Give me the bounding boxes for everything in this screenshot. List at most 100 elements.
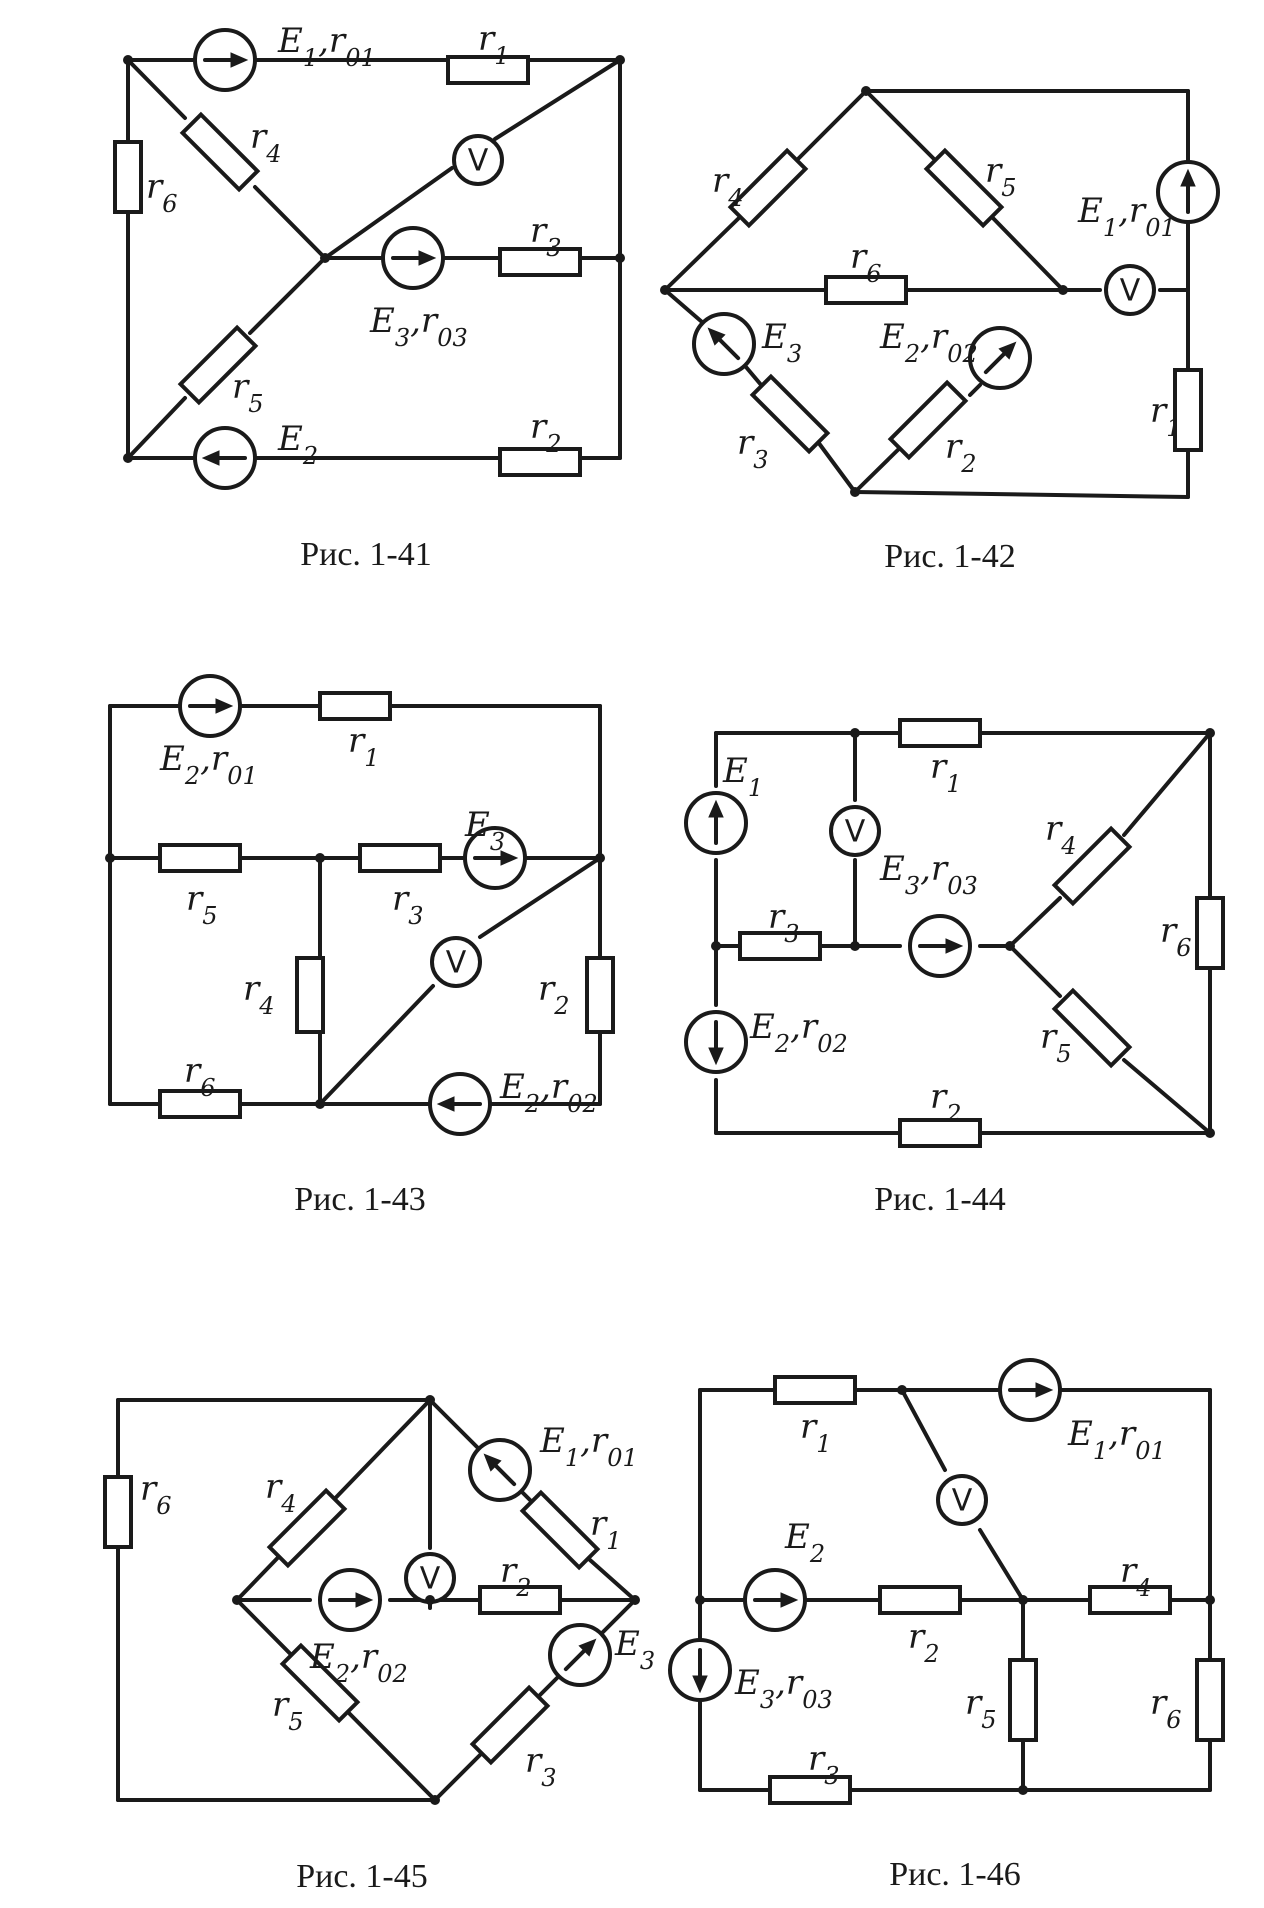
source-label: E1 — [722, 751, 763, 802]
resistor-label: r4 — [712, 161, 744, 212]
wire — [864, 89, 939, 164]
junction-node — [123, 55, 133, 65]
resistor-label: r3 — [525, 1741, 557, 1792]
arrow-head-icon — [436, 1096, 455, 1112]
resistor-label: r5 — [232, 367, 264, 418]
arrow-head-icon — [418, 250, 437, 266]
junction-node — [315, 853, 325, 863]
resistor-body — [498, 247, 582, 277]
arrow-head-icon — [692, 1675, 708, 1694]
resistor-label: r1 — [930, 747, 962, 798]
source-label: E2,r02 — [499, 1067, 598, 1118]
resistor-body — [158, 843, 242, 873]
voltmeter-icon — [430, 936, 482, 988]
wire — [853, 490, 1190, 499]
resistor-body — [1008, 1658, 1038, 1742]
resistor-label: r1 — [800, 1407, 832, 1458]
wire — [126, 58, 187, 120]
emf-source-E2 — [318, 1568, 382, 1632]
resistor-label: r6 — [850, 237, 882, 288]
resistor-r1 — [773, 1375, 857, 1405]
junction-node — [105, 853, 115, 863]
wire — [1122, 1058, 1212, 1135]
resistor-r4 — [295, 956, 325, 1034]
source-label: E2 — [277, 419, 318, 470]
junction-node — [430, 1795, 440, 1805]
resistor-r2 — [478, 1585, 562, 1615]
arrow-head-icon — [998, 341, 1017, 360]
emf-source-E3 — [548, 1623, 612, 1687]
emf-source-E2 — [684, 1010, 748, 1074]
arrow-head-icon — [230, 52, 249, 68]
wire — [538, 1673, 562, 1697]
resistor-label: r4 — [243, 969, 275, 1020]
voltmeter-label: V — [1120, 274, 1141, 309]
resistor-body — [768, 1775, 852, 1805]
arrow-head-icon — [215, 698, 234, 714]
resistor-r5 — [279, 1642, 361, 1724]
resistor-label: r6 — [1150, 1683, 1182, 1734]
junction-node — [850, 487, 860, 497]
arrow-head-icon — [945, 938, 964, 954]
emf-source-E2 — [743, 1568, 807, 1632]
resistor-body — [295, 956, 325, 1034]
junction-node — [1018, 1595, 1028, 1605]
resistor-r4 — [266, 1487, 348, 1569]
wire — [900, 1388, 947, 1472]
wire — [428, 1398, 482, 1452]
resistor-body — [478, 1585, 562, 1615]
resistor-body — [498, 447, 582, 477]
resistor-label: r2 — [945, 427, 977, 478]
resistor-label: r3 — [808, 1739, 840, 1790]
voltmeter-label: V — [420, 1562, 441, 1597]
resistor-body — [279, 1642, 361, 1724]
arrow-head-icon — [707, 327, 726, 346]
wire — [663, 288, 704, 324]
resistor-r1 — [1173, 368, 1203, 452]
emf-source-E2 — [178, 674, 242, 738]
resistor-body — [727, 147, 809, 229]
resistor-r2 — [898, 1118, 982, 1148]
resistor-r2 — [585, 956, 615, 1034]
arrow-head-icon — [355, 1592, 374, 1608]
resistor-r5 — [1008, 1658, 1038, 1742]
resistor-r5 — [1051, 987, 1133, 1069]
emf-source-E3 — [908, 914, 972, 978]
resistor-body — [738, 931, 822, 961]
wire — [478, 856, 602, 939]
resistor-body — [749, 373, 831, 455]
resistor-r1 — [446, 55, 530, 85]
emf-source-E2 — [968, 326, 1032, 390]
emf-source-E2 — [428, 1072, 492, 1136]
junction-node — [861, 86, 871, 96]
wire — [988, 213, 1065, 292]
wire — [433, 1753, 482, 1802]
junction-node — [425, 1395, 435, 1405]
resistor-r3 — [749, 373, 831, 455]
resistor-body — [1195, 1658, 1225, 1742]
emf-source-E1 — [1156, 160, 1220, 224]
junction-node — [1005, 941, 1015, 951]
resistor-label: r3 — [530, 211, 562, 262]
wire — [493, 58, 622, 141]
source-label: E1,r01 — [539, 1421, 638, 1472]
voltmeter-label: V — [446, 946, 467, 981]
wire — [318, 984, 435, 1106]
source-label: E1,r01 — [277, 21, 376, 72]
wire — [1008, 944, 1062, 998]
resistor-label: r5 — [985, 151, 1017, 202]
resistor-body — [1051, 987, 1133, 1069]
source-label: E3 — [614, 1624, 655, 1675]
resistor-label: r2 — [500, 1551, 532, 1602]
arrow-head-icon — [483, 1453, 502, 1472]
voltmeter-icon — [829, 805, 881, 857]
junction-node — [1205, 1128, 1215, 1138]
resistor-body — [177, 324, 259, 406]
resistor-label: r4 — [265, 1467, 297, 1518]
junction-node — [425, 1595, 435, 1605]
resistor-body — [887, 379, 969, 461]
emf-source-E2 — [193, 426, 257, 490]
resistor-body — [1088, 1585, 1172, 1615]
